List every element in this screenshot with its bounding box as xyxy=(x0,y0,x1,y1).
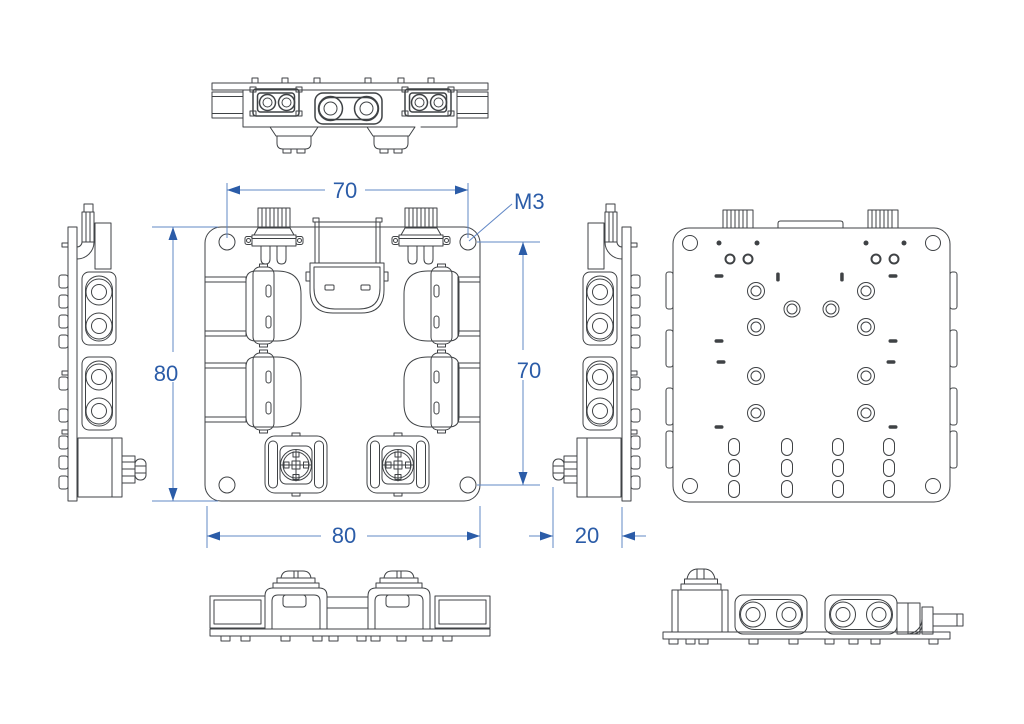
pin-holes xyxy=(714,240,907,429)
dimension-arrow xyxy=(622,531,635,541)
power-connector-top xyxy=(314,92,383,125)
dimension-arrow xyxy=(168,227,178,240)
dimension-arrow xyxy=(540,531,553,541)
side-housing xyxy=(209,595,491,629)
center-connector-side xyxy=(94,222,112,270)
cable-gland-top xyxy=(366,126,416,154)
terminal-connector-front xyxy=(391,207,451,265)
dimension-label: 70 xyxy=(517,358,541,383)
terminal-connector-side xyxy=(76,203,95,260)
dimension-label: 20 xyxy=(575,523,599,548)
dimension-arrow xyxy=(518,242,528,255)
dimension-label: 70 xyxy=(333,178,357,203)
body-lines xyxy=(326,596,369,609)
mounting-hole xyxy=(218,476,236,494)
solder-tabs xyxy=(58,242,69,490)
dimension-side-hole-spacing: 70 xyxy=(477,241,541,486)
center-connector-edge xyxy=(777,220,844,229)
thread-label: M3 xyxy=(514,189,545,214)
gland-bracket-bottom xyxy=(264,570,328,630)
gland-connector-side xyxy=(77,437,147,498)
mounting-hole xyxy=(682,235,698,251)
dimension-hole-thread: M3 xyxy=(468,189,545,242)
power-connector-front xyxy=(403,349,481,434)
mounting-hole xyxy=(682,478,698,494)
dimension-arrow xyxy=(455,185,468,195)
plate-edge xyxy=(67,226,78,502)
gland-bracket-bottom xyxy=(367,570,431,630)
solder-pins xyxy=(251,77,435,84)
right-angle-connector xyxy=(896,602,964,635)
terminal-connector-back xyxy=(867,209,899,229)
vent-slots xyxy=(728,438,895,498)
dimensions: 70 M3 80 70 80 xyxy=(152,178,646,548)
front-view xyxy=(204,207,481,502)
back-view xyxy=(665,209,958,503)
dimension-top-hole-spacing: 70 xyxy=(226,178,469,238)
dual-port-bottom xyxy=(734,594,808,635)
dimension-arrow xyxy=(207,531,220,541)
mounting-hole xyxy=(925,235,941,251)
dimension-label: 80 xyxy=(332,523,356,548)
dimension-plate-height: 80 xyxy=(152,226,218,502)
gland-connector-front xyxy=(264,432,328,497)
dual-port-bottom xyxy=(824,594,898,635)
dimension-arrow xyxy=(227,185,240,195)
bottom-right-side-view xyxy=(662,568,964,645)
back-plate xyxy=(672,227,951,503)
power-connector-front xyxy=(403,263,481,348)
top-view xyxy=(211,77,489,154)
screw-bosses xyxy=(747,282,875,422)
power-connector-front xyxy=(204,263,302,348)
small-rings xyxy=(724,253,900,265)
plate-edge xyxy=(662,631,951,640)
dimension-arrow xyxy=(518,472,528,485)
mounting-hole xyxy=(459,476,477,494)
center-connector-front xyxy=(305,217,389,314)
terminal-connector-back xyxy=(722,209,754,229)
mounting-hole xyxy=(925,478,941,494)
side-tabs xyxy=(665,271,958,469)
plate-edge xyxy=(209,628,491,637)
right-side-view xyxy=(553,204,640,501)
dc-connector-top xyxy=(401,86,455,117)
cable-gland-top xyxy=(269,126,319,154)
cable-gland-side xyxy=(671,568,729,633)
gland-connector-front xyxy=(366,432,430,497)
bottom-view xyxy=(209,570,491,642)
dc-connector-top xyxy=(249,86,303,117)
solder-pins xyxy=(220,635,453,642)
body-outline xyxy=(242,89,458,128)
dimension-arrow xyxy=(467,531,480,541)
power-connector-front xyxy=(204,349,302,434)
dimension-label: 80 xyxy=(154,361,178,386)
dual-port-side xyxy=(81,356,117,431)
dimension-plate-width: 80 xyxy=(206,506,481,548)
terminal-connector-front xyxy=(244,207,304,265)
plate-edge xyxy=(211,82,489,91)
dimension-depth: 20 xyxy=(529,487,646,548)
dimension-arrow xyxy=(168,488,178,501)
dual-port-side xyxy=(81,271,117,346)
left-side-view xyxy=(58,203,147,502)
solder-pins xyxy=(668,638,939,645)
